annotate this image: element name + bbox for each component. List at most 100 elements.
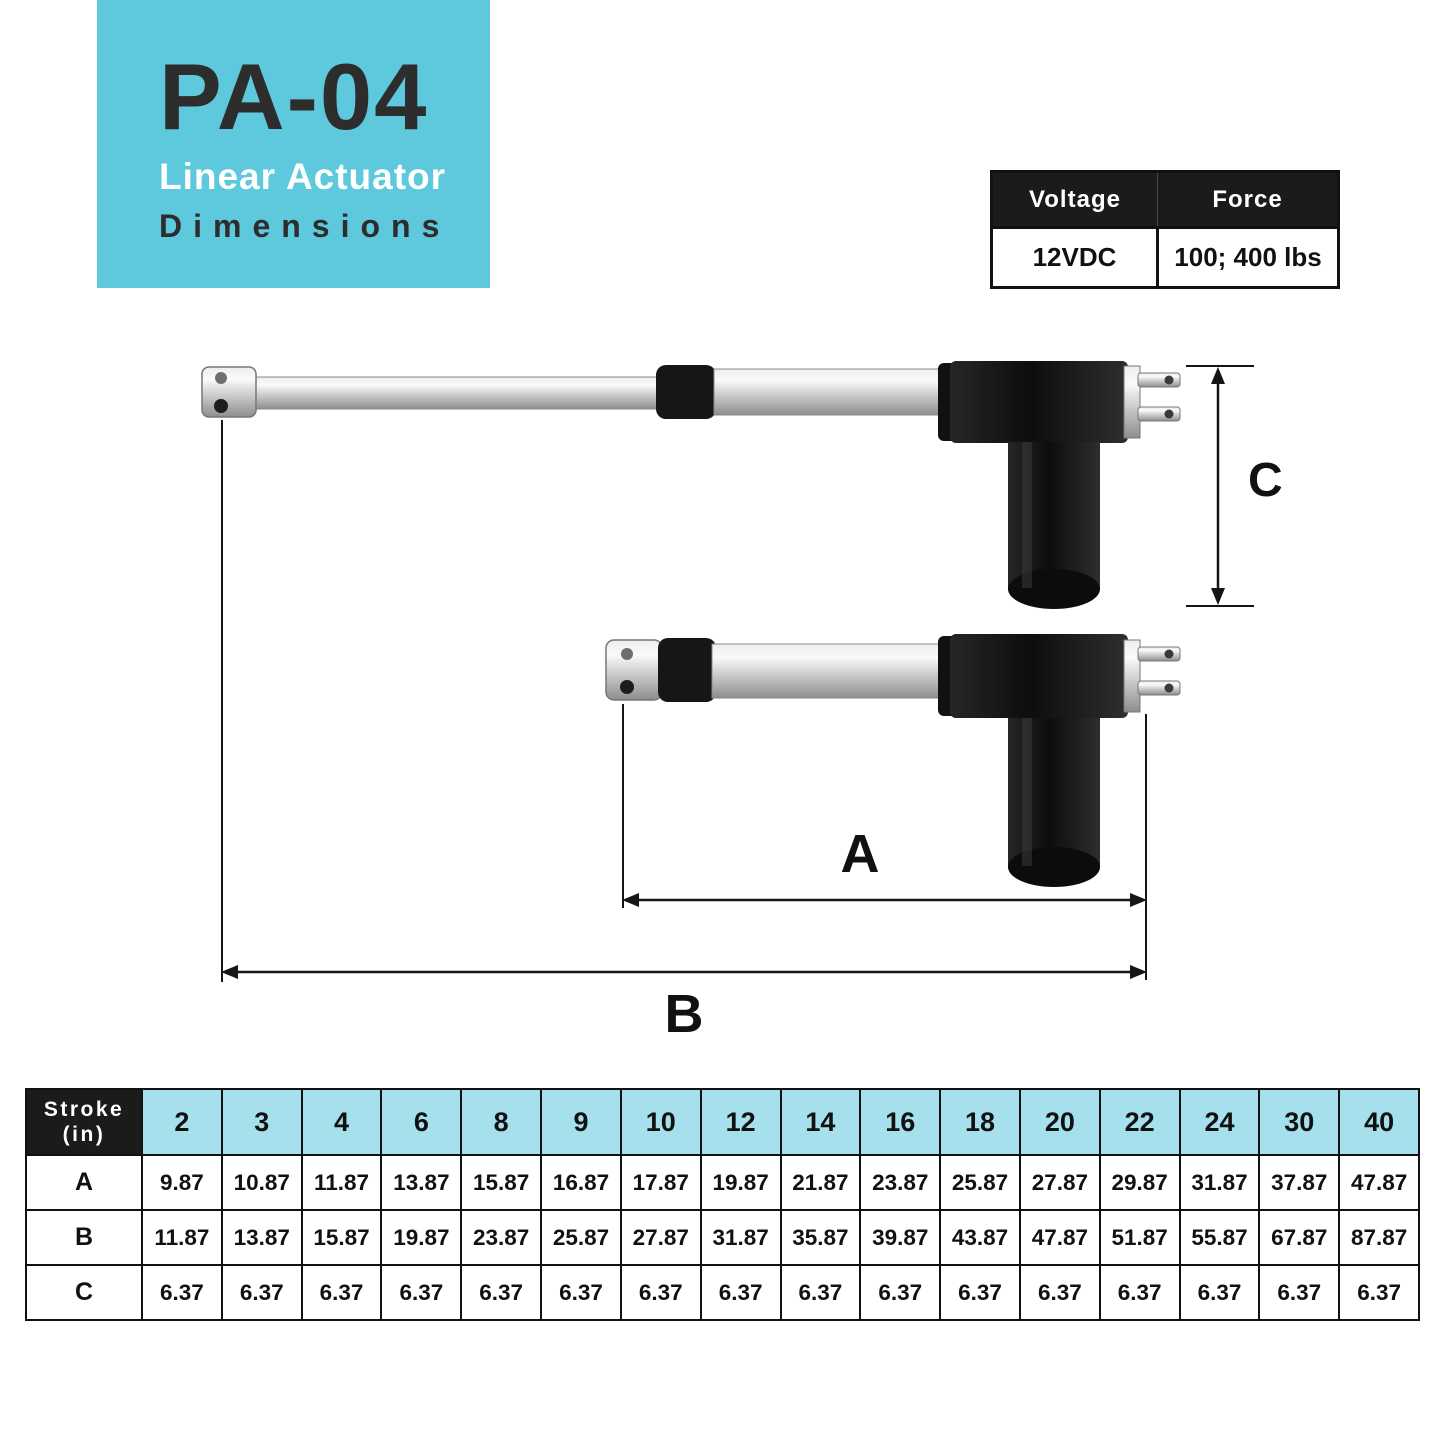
actuator-rod	[247, 376, 679, 410]
dimension-value-cell: 11.87	[300, 1154, 383, 1211]
dimension-value-cell: 6.37	[1178, 1264, 1261, 1321]
spec-header-force: Force	[1157, 171, 1339, 228]
clevis-hole	[620, 680, 634, 694]
title-block: PA-04 Linear Actuator Dimensions	[97, 0, 490, 288]
dimension-value-cell: 13.87	[380, 1154, 463, 1211]
dimension-value-cell: 87.87	[1338, 1209, 1420, 1266]
dimension-value-cell: 29.87	[1098, 1154, 1181, 1211]
stroke-size-header: 16	[859, 1088, 942, 1156]
stroke-size-header: 22	[1098, 1088, 1181, 1156]
product-title: PA-04	[159, 44, 429, 149]
dimension-value-cell: 6.37	[220, 1264, 303, 1321]
dimension-value-cell: 6.37	[859, 1264, 942, 1321]
dimension-value-cell: 31.87	[1178, 1154, 1261, 1211]
outer-tube	[713, 368, 955, 416]
spec-value-force: 100; 400 lbs	[1156, 226, 1340, 289]
dimension-value-cell: 6.37	[1098, 1264, 1181, 1321]
dimension-value-cell: 6.37	[380, 1264, 463, 1321]
dimension-value-cell: 67.87	[1258, 1209, 1341, 1266]
dimension-row-label: A	[25, 1154, 143, 1211]
dimension-value-cell: 6.37	[779, 1264, 862, 1321]
motor-cylinder	[1008, 442, 1100, 590]
spec-table: Voltage Force 12VDC 100; 400 lbs	[990, 170, 1340, 289]
dimension-value-cell: 27.87	[619, 1209, 702, 1266]
stroke-size-header: 40	[1338, 1088, 1420, 1156]
dimension-a: A	[622, 704, 1147, 980]
dimension-value-cell: 6.37	[300, 1264, 383, 1321]
dimension-value-cell: 21.87	[779, 1154, 862, 1211]
motor-housing	[950, 361, 1128, 443]
housing-joint	[938, 363, 964, 441]
dimension-value-cell: 10.87	[220, 1154, 303, 1211]
stroke-size-header: 18	[939, 1088, 1021, 1156]
bracket-prong-bottom	[1137, 680, 1181, 696]
dimension-value-cell: 23.87	[859, 1154, 942, 1211]
dimension-value-cell: 15.87	[460, 1154, 543, 1211]
stroke-size-header: 6	[380, 1088, 463, 1156]
stroke-size-header: 2	[141, 1088, 223, 1156]
dimension-value-cell: 6.37	[460, 1264, 543, 1321]
dim-c-arrow-bottom	[1211, 588, 1225, 605]
dimension-value-cell: 17.87	[619, 1154, 702, 1211]
spec-header-row: Voltage Force	[991, 171, 1339, 228]
bracket-prong-top	[1137, 646, 1181, 662]
dimension-row-label: B	[25, 1209, 143, 1266]
dimension-value-cell: 6.37	[1338, 1264, 1420, 1321]
bracket-prong-top	[1137, 372, 1181, 388]
prong-hole-bottom	[1164, 409, 1174, 419]
dimension-value-cell: 51.87	[1098, 1209, 1181, 1266]
motor-cylinder-cap	[1008, 569, 1100, 609]
housing-joint	[938, 636, 964, 716]
stroke-size-header: 14	[779, 1088, 862, 1156]
dimension-value-cell: 23.87	[460, 1209, 543, 1266]
bracket-prong-bottom	[1137, 406, 1181, 422]
motor-cylinder-cap	[1008, 847, 1100, 887]
product-subtitle: Linear Actuator	[159, 156, 447, 197]
dimension-value-cell: 27.87	[1018, 1154, 1101, 1211]
clevis-pin	[215, 372, 227, 384]
rod-clevis	[201, 366, 257, 418]
dimension-value-cell: 6.37	[699, 1264, 782, 1321]
dimension-value-cell: 6.37	[540, 1264, 622, 1321]
rod-collar	[656, 365, 716, 419]
dim-label-c: C	[1248, 454, 1283, 507]
actuator-retracted	[605, 634, 1181, 887]
dim-b-arrow-left	[221, 965, 238, 979]
dimension-value-cell: 31.87	[699, 1209, 782, 1266]
dimension-value-cell: 43.87	[939, 1209, 1021, 1266]
outer-tube	[711, 643, 953, 699]
dimension-value-cell: 6.37	[619, 1264, 702, 1321]
rod-collar	[658, 638, 716, 702]
motor-cylinder	[1008, 718, 1100, 868]
dimension-value-cell: 13.87	[220, 1209, 303, 1266]
spec-value-row: 12VDC 100; 400 lbs	[990, 226, 1340, 289]
dimension-value-cell: 19.87	[380, 1209, 463, 1266]
dimension-value-cell: 9.87	[141, 1154, 223, 1211]
dimension-value-cell: 11.87	[141, 1209, 223, 1266]
stroke-size-header: 20	[1018, 1088, 1101, 1156]
dimension-value-cell: 39.87	[859, 1209, 942, 1266]
stroke-size-header: 8	[460, 1088, 543, 1156]
clevis-pin	[621, 648, 633, 660]
spec-value-voltage: 12VDC	[990, 226, 1159, 289]
clevis-hole	[214, 399, 228, 413]
stroke-size-header: 30	[1258, 1088, 1341, 1156]
dimension-value-cell: 47.87	[1338, 1154, 1420, 1211]
dim-label-b: B	[665, 984, 704, 1044]
dimension-value-cell: 37.87	[1258, 1154, 1341, 1211]
motor-cylinder-highlight	[1022, 442, 1032, 588]
product-subtitle-2: Dimensions	[159, 208, 451, 244]
dimension-row-label: C	[25, 1264, 143, 1321]
dimension-value-cell: 6.37	[1258, 1264, 1341, 1321]
motor-cylinder-highlight	[1022, 718, 1032, 866]
dim-c-arrow-top	[1211, 367, 1225, 384]
dim-b-arrow-right	[1130, 965, 1147, 979]
stroke-size-header: 24	[1178, 1088, 1261, 1156]
stroke-size-header: 12	[699, 1088, 782, 1156]
stroke-size-header: 4	[300, 1088, 383, 1156]
